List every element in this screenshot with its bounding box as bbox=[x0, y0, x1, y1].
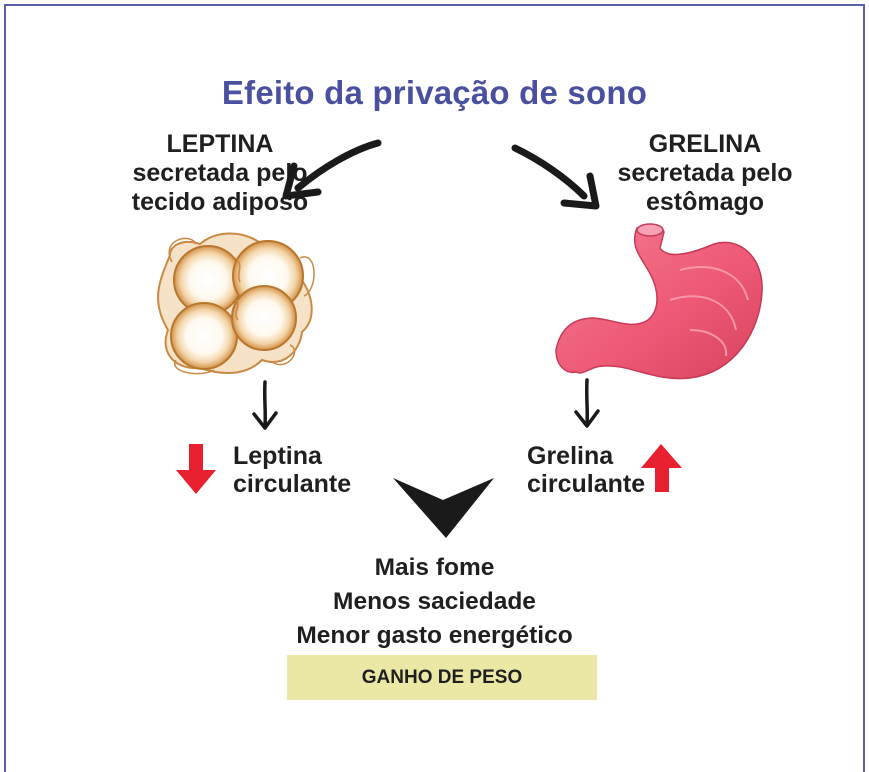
result-label: GANHO DE PESO bbox=[361, 666, 523, 688]
leptin-down-arrow bbox=[252, 380, 278, 430]
arrow-to-ghrelin bbox=[511, 144, 600, 210]
ghrelin-circulating-line2: circulante bbox=[527, 470, 646, 498]
result-box: GANHO DE PESO bbox=[287, 655, 597, 700]
arrow-to-leptin bbox=[282, 139, 382, 200]
down-red-arrow-icon bbox=[176, 444, 216, 494]
outcome-item: Mais fome bbox=[374, 554, 495, 581]
ghrelin-circulating-line1: Grelina bbox=[527, 442, 614, 470]
outcome-item: Menor gasto energético bbox=[296, 622, 573, 649]
outcome-item: Menos saciedade bbox=[333, 588, 536, 615]
diagram-frame bbox=[4, 4, 865, 772]
leptin-header: LEPTINA secretada pelo tecido adiposo bbox=[105, 130, 335, 217]
ghrelin-name: GRELINA bbox=[648, 130, 762, 158]
convergence-chevron bbox=[393, 478, 494, 538]
ghrelin-down-arrow bbox=[574, 378, 600, 428]
stomach-illustration bbox=[555, 223, 763, 380]
leptin-source-line1: secretada pelo bbox=[132, 159, 308, 187]
up-red-arrow-icon bbox=[641, 444, 682, 492]
leptin-circulating-label: Leptina circulante bbox=[233, 442, 351, 498]
ghrelin-circulating-label: Grelina circulante bbox=[527, 442, 645, 498]
leptin-circulating-line2: circulante bbox=[233, 470, 352, 498]
diagram-title: Efeito da privação de sono bbox=[221, 74, 648, 111]
ghrelin-source-line2: estômago bbox=[645, 188, 765, 216]
ghrelin-source-line1: secretada pelo bbox=[617, 159, 793, 187]
leptin-circulating-line1: Leptina bbox=[233, 442, 322, 470]
ghrelin-header: GRELINA secretada pelo estômago bbox=[590, 130, 820, 217]
outcomes-list: Mais fome Menos saciedade Menor gasto en… bbox=[0, 551, 869, 653]
leptin-name: LEPTINA bbox=[166, 130, 274, 158]
leptin-source-line2: tecido adiposo bbox=[131, 188, 309, 216]
fat-cells-illustration bbox=[157, 232, 315, 375]
